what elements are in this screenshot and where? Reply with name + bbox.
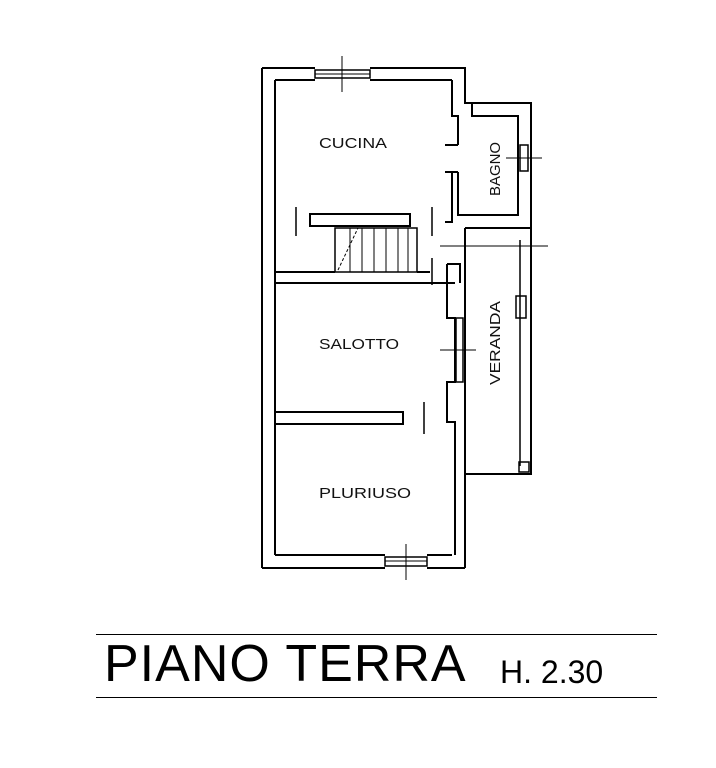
floor-height: H. 2.30 [500,654,604,690]
exterior-walls [261,67,532,569]
room-label-veranda: VERANDA [487,301,504,385]
interior-walls [274,144,461,555]
room-label-cucina: CUCINA [319,135,387,152]
window-cucina [314,56,371,92]
floor-plan-drawing: CUCINA BAGNO SALOTTO VERANDA PLURIUSO [261,56,548,580]
room-label-salotto: SALOTTO [319,336,399,353]
window-salotto [440,317,476,383]
room-label-bagno: BAGNO [487,142,504,196]
staircase [334,227,418,273]
window-bagno [506,144,542,172]
window-pluriuso [384,544,428,580]
floor-title: PIANO TERRA [104,635,467,693]
title-rule-top [96,634,657,635]
room-label-pluriuso: PLURIUSO [319,485,411,502]
title-rule-bottom [96,697,657,698]
veranda-structure [440,228,548,475]
